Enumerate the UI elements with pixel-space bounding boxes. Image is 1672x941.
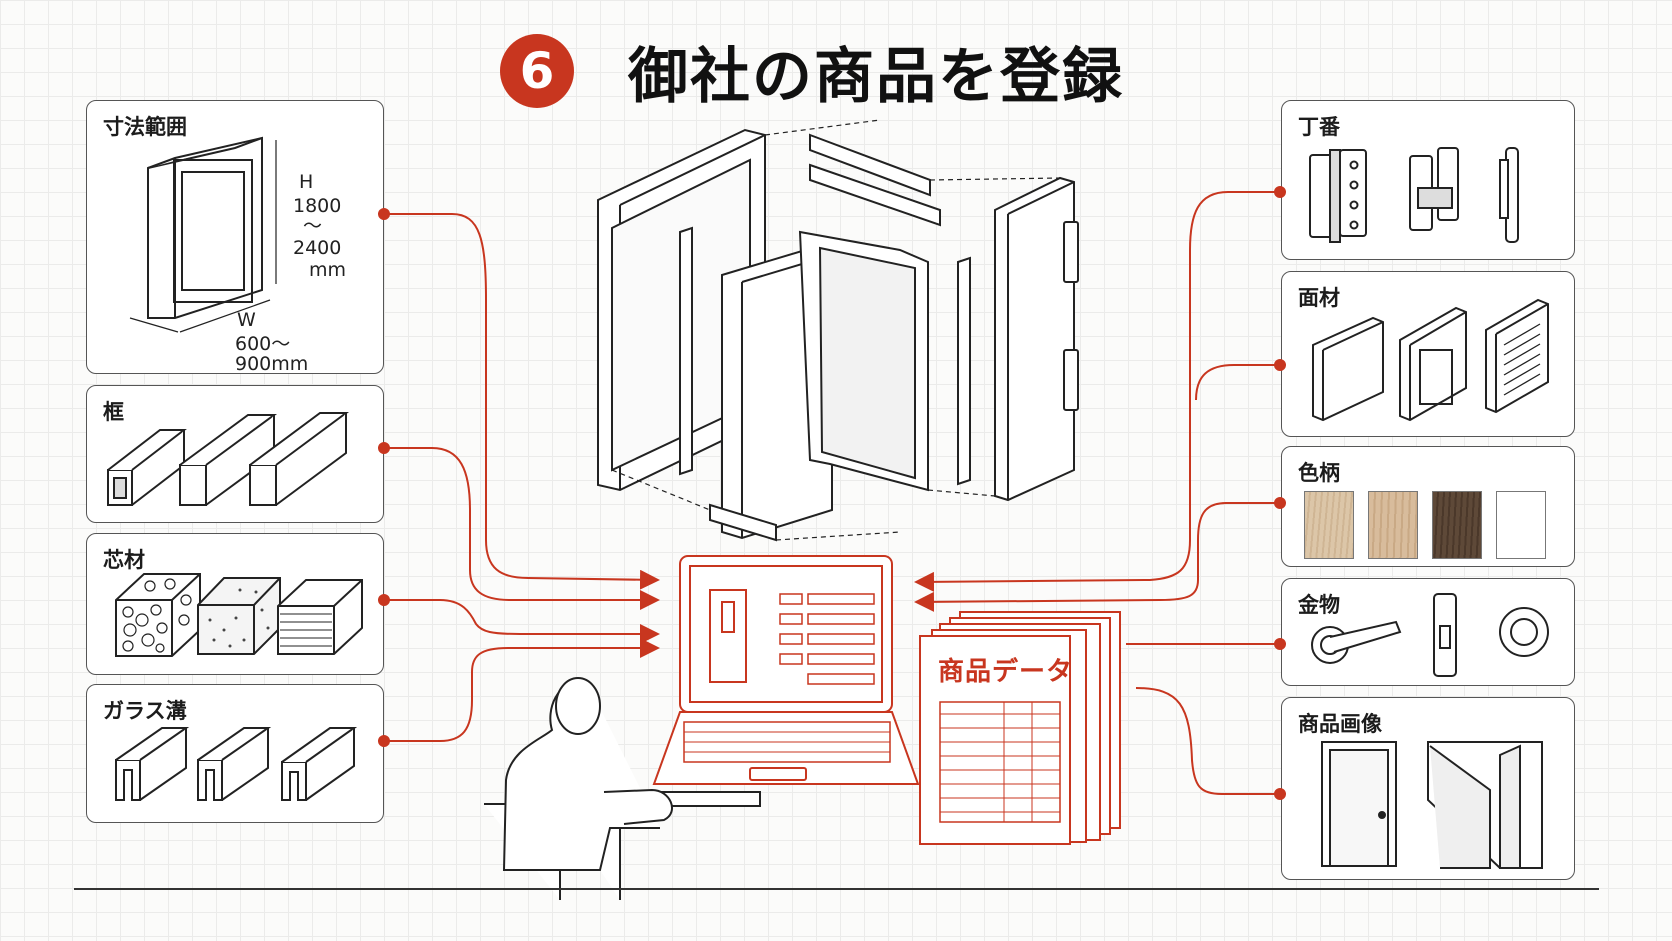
product-data-document-icon: [919, 611, 1121, 845]
laptop-registration-screen-icon: [652, 555, 920, 785]
panel-label-glass-groove: ガラス溝: [103, 699, 187, 723]
swatch-white[interactable]: [1496, 491, 1546, 559]
dim-h-sep: ～: [303, 215, 323, 237]
panel-label-hinge: 丁番: [1298, 115, 1340, 139]
step-number-badge: 6: [500, 34, 574, 108]
panel-label-frame: 框: [103, 400, 124, 424]
product-data-title: 商品データ: [938, 657, 1074, 687]
dim-w-label: W: [237, 309, 256, 331]
panel-label-facing: 面材: [1298, 286, 1340, 310]
panel-board-icon: [1312, 298, 1549, 422]
dim-h-min: 1800: [293, 195, 342, 217]
panel-label-hardware: 金物: [1298, 593, 1340, 617]
bottom-divider: [74, 888, 1599, 890]
dim-h-max: 2400: [293, 237, 342, 259]
panel-dimension-range: 寸法範囲 H 1800 ～ 2400 mm W 600～ 900mm: [86, 100, 384, 375]
swatch-dark-walnut[interactable]: [1432, 491, 1482, 559]
panel-label-core-material: 芯材: [103, 548, 145, 572]
product-image-icon: [1321, 741, 1543, 869]
exploded-door-illustration: [597, 119, 1079, 542]
panel-label-color-pattern: 色柄: [1298, 461, 1340, 485]
swatch-natural-wood[interactable]: [1368, 491, 1418, 559]
door-hardware-icon: [1311, 593, 1549, 677]
door-frame-dimension-icon: [129, 136, 277, 333]
connector-lines-right: [914, 186, 1286, 800]
swatch-light-oak[interactable]: [1304, 491, 1354, 559]
connector-lines-left: [378, 208, 660, 747]
dim-w-range: 600～: [235, 333, 291, 355]
dim-h-label: H: [299, 171, 314, 193]
panel-label-dimension-range: 寸法範囲: [103, 115, 187, 139]
panel-label-product-image: 商品画像: [1298, 712, 1382, 736]
frame-profile-icon: [107, 412, 350, 506]
glass-groove-icon: [115, 727, 358, 801]
person-working-icon: [484, 677, 761, 900]
panel-color-pattern: 色柄: [1281, 446, 1575, 567]
hinge-icon: [1309, 147, 1519, 243]
page-title: 御社の商品を登録: [628, 42, 1124, 112]
core-material-icon: [115, 573, 363, 657]
dim-h-unit: mm: [309, 259, 347, 281]
dim-w-max: 900mm: [235, 353, 309, 375]
